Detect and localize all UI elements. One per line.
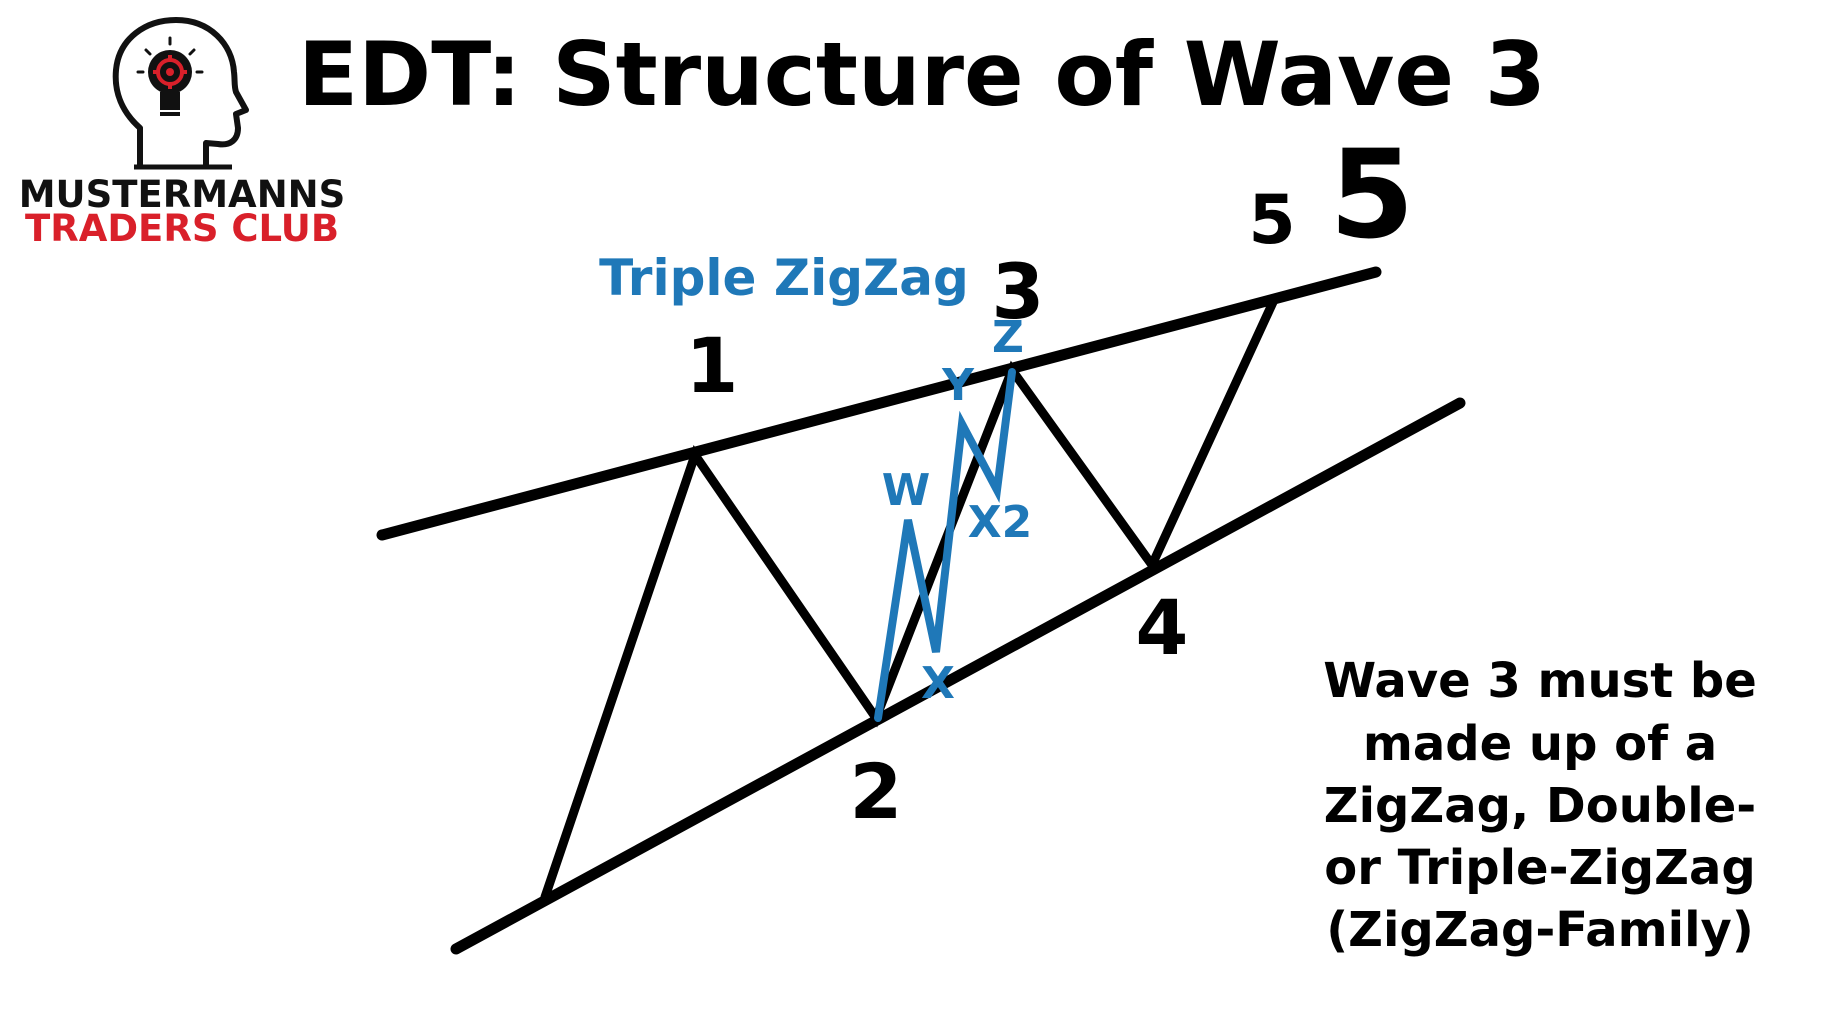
brand-line-2: TRADERS CLUB [25,207,339,250]
logo: MUSTERMANNS TRADERS CLUB [19,17,346,250]
sub-label-x: X [921,658,955,709]
head-with-lightbulb-icon [112,17,249,170]
lower-trendline [450,397,1466,955]
wave-label-4: 4 [1136,583,1189,672]
sub-label-x2: X2 [968,497,1033,548]
wave-label-5-big: 5 [1330,124,1415,266]
rule-line-1: Wave 3 must be [1323,653,1757,709]
triple-zigzag-path [874,368,1016,722]
rule-line-4: or Triple-ZigZag [1324,840,1755,896]
wave-label-1: 1 [686,321,739,410]
rule-line-3: ZigZag, Double- [1324,778,1756,834]
brand-line-1: MUSTERMANNS [19,173,346,216]
rule-text: Wave 3 must be made up of a ZigZag, Doub… [1323,653,1757,958]
wave-label-3: 3 [992,247,1045,336]
pattern-label: Triple ZigZag [599,249,969,307]
wave-label-2: 2 [850,747,903,836]
page-title: EDT: Structure of Wave 3 [298,23,1546,126]
sub-label-z: Z [992,312,1024,363]
sub-label-w: W [882,465,931,516]
wave-label-5-small: 5 [1248,181,1295,260]
upper-trendline [376,266,1382,541]
rule-line-2: made up of a [1363,716,1717,772]
main-wave-path [540,295,1279,902]
rule-line-5: (ZigZag-Family) [1326,902,1754,958]
sub-label-y: Y [941,360,975,411]
